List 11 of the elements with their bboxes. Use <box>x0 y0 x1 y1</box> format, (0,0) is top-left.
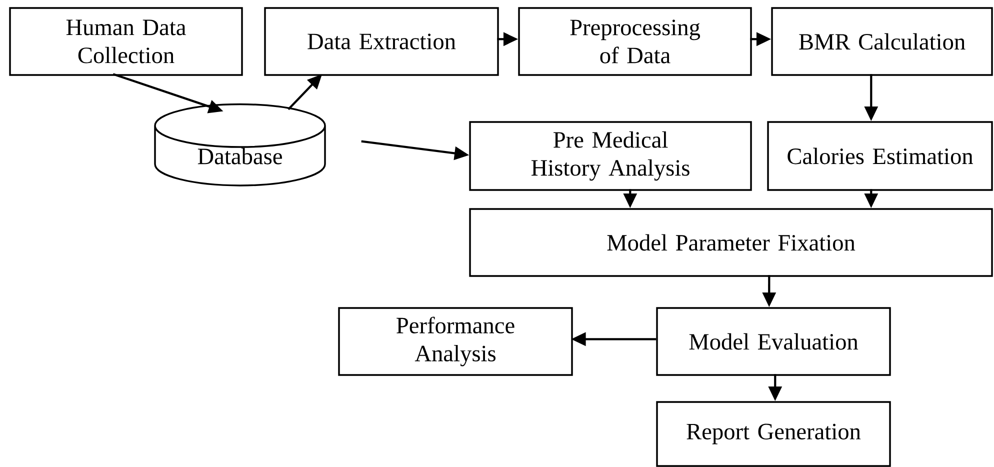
process-box: Model Evaluation <box>656 307 891 376</box>
process-box: Human Data Collection <box>9 7 243 76</box>
database-cylinder: Database <box>154 103 326 186</box>
process-box: Report Generation <box>656 401 891 467</box>
process-box: Data Extraction <box>264 7 499 76</box>
process-box: Pre Medical History Analysis <box>469 121 752 191</box>
process-box: Performance Analysis <box>338 307 573 376</box>
process-box: BMR Calculation <box>771 7 993 76</box>
process-box: Calories Estimation <box>767 121 993 191</box>
process-box: Preprocessing of Data <box>518 7 752 76</box>
process-box: Model Parameter Fixation <box>469 208 993 277</box>
